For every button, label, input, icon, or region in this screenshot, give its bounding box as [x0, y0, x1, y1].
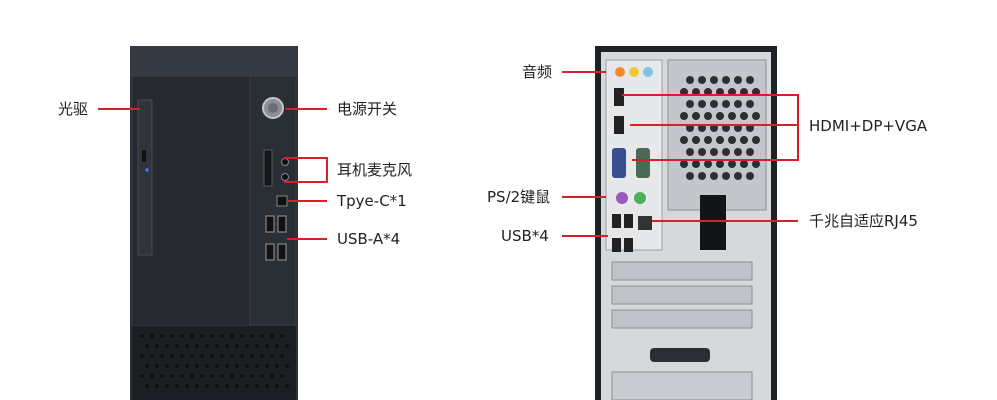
optical-drive-label: 光驱 — [58, 100, 89, 118]
leader-lines — [98, 71, 799, 240]
rear-usb-label: USB*4 — [501, 227, 549, 245]
display-ports-label: HDMI+DP+VGA — [809, 117, 928, 135]
front-chassis — [130, 46, 298, 400]
power-switch-label: 电源开关 — [337, 100, 398, 118]
rear-chassis — [595, 46, 777, 400]
ps2-label: PS/2键鼠 — [487, 188, 551, 206]
headset-mic-label: 耳机麦克风 — [337, 161, 413, 179]
audio-label: 音频 — [522, 63, 553, 81]
usb-a-label: USB-A*4 — [337, 230, 401, 248]
ethernet-label: 千兆自适应RJ45 — [809, 212, 918, 230]
type-c-label: Tpye-C*1 — [337, 192, 407, 210]
